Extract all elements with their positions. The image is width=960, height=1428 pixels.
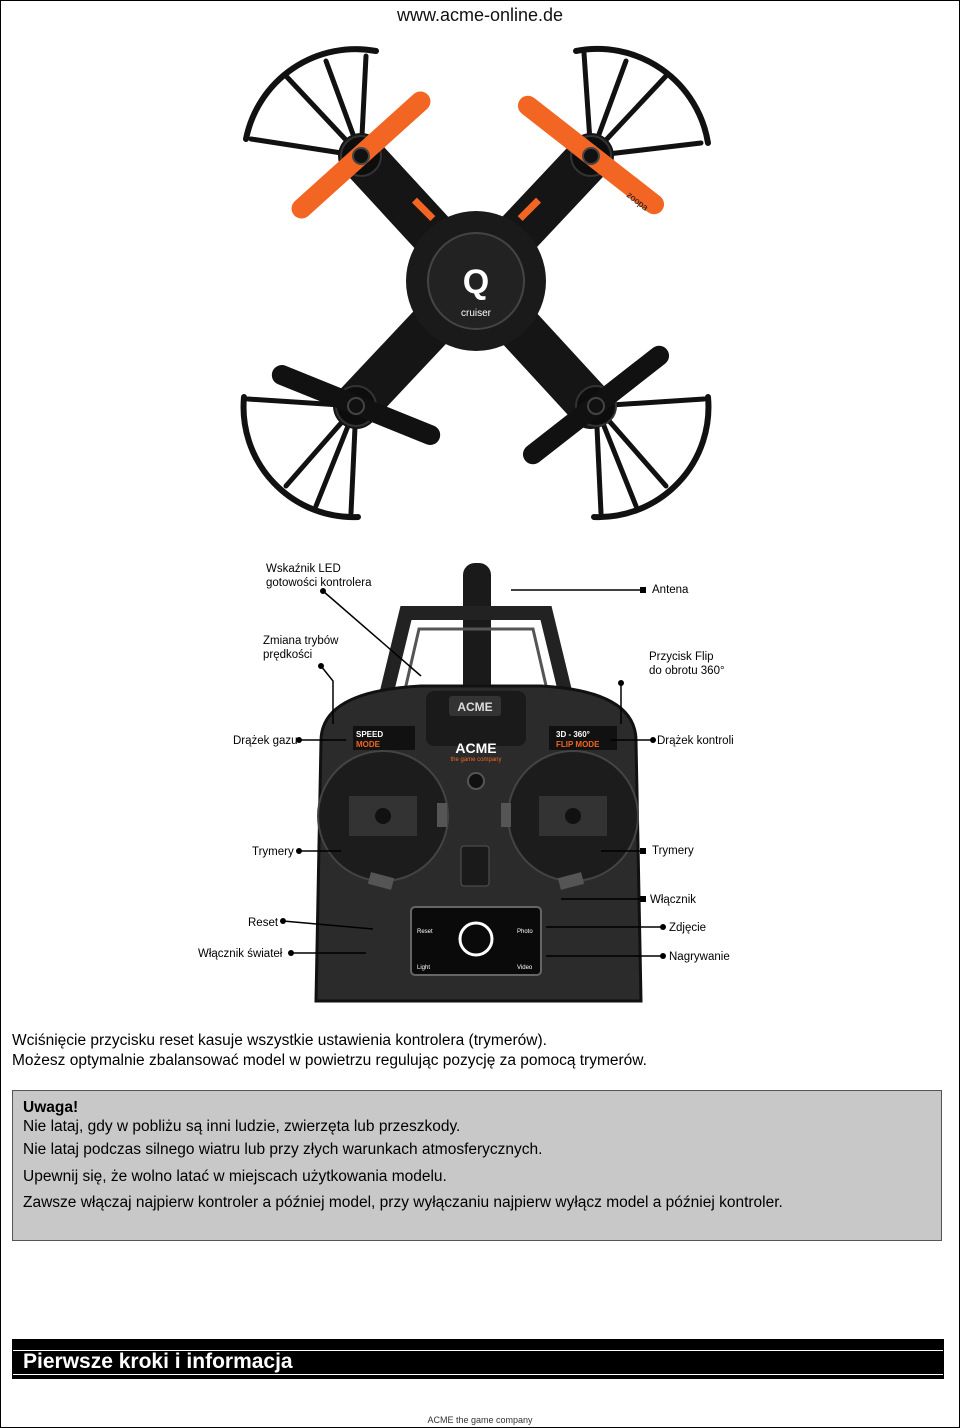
callout-record: Nagrywanie: [669, 951, 730, 963]
callout-led-line2: gotowości kontrolera: [266, 577, 372, 589]
callout-speed-line2: prędkości: [263, 649, 312, 661]
callout-flip-line1: Przycisk Flip: [649, 651, 714, 663]
section-title: Pierwsze kroki i informacja: [23, 1350, 293, 1373]
warning-title: Uwaga!: [23, 1099, 79, 1116]
speed-mode-label: SPEED: [356, 730, 383, 739]
screen-photo-label: Photo: [517, 929, 533, 935]
warning-line-3: Upewnij się, że wolno latać w miejscach …: [23, 1167, 447, 1185]
callout-power: Włącznik: [650, 894, 696, 906]
warning-line-4: Zawsze włączaj najpierw kontroler a późn…: [23, 1194, 783, 1211]
flip-mode-label: 3D - 360°: [556, 730, 590, 739]
drone-hub-letter: Q: [463, 263, 489, 301]
controller-image: ACME SPEED MODE 3D - 360° FLIP MODE ACME…: [198, 563, 734, 1003]
callout-reset: Reset: [248, 917, 279, 929]
drone-image: Q cruiser zoopa: [240, 46, 712, 521]
screen-light-label: Light: [417, 965, 430, 971]
screen-reset-label: Reset: [417, 929, 433, 935]
callout-trims-right: Trymery: [652, 845, 694, 857]
instruction-line-2: Możesz optymalnie zbalansować model w po…: [12, 1052, 647, 1069]
callout-control-stick: Drążek kontroli: [657, 735, 734, 747]
controller-center-sub: the game company: [450, 757, 501, 763]
screen-video-label: Video: [517, 965, 533, 971]
warning-line-1: Nie lataj, gdy w pobliżu są inni ludzie,…: [23, 1118, 461, 1135]
controller-top-badge: ACME: [457, 700, 492, 714]
callout-photo: Zdjęcie: [669, 922, 706, 934]
warning-line-2: Nie lataj podczas silnego wiatru lub prz…: [23, 1141, 543, 1158]
instruction-line-1: Wciśnięcie przycisku reset kasuje wszyst…: [12, 1032, 547, 1049]
section-header-rule: [13, 1350, 943, 1375]
flip-mode-sub: FLIP MODE: [556, 740, 600, 749]
footer-text: ACME the game company: [427, 1415, 533, 1425]
callout-led-line1: Wskaźnik LED: [266, 563, 341, 575]
callout-flip-line2: do obrotu 360°: [649, 665, 725, 677]
callout-throttle: Drążek gazu: [233, 735, 298, 747]
callout-lights: Włącznik świateł: [198, 948, 283, 960]
instructions-text: Wciśnięcie przycisku reset kasuje wszyst…: [12, 1031, 942, 1071]
warning-box: Uwaga! Nie lataj, gdy w pobliżu są inni …: [12, 1090, 942, 1241]
callout-speed-line1: Zmiana trybów: [263, 635, 339, 647]
speed-mode-sub: MODE: [356, 740, 381, 749]
controller-center-logo: ACME: [455, 740, 496, 756]
drone-hub-text: cruiser: [461, 308, 492, 319]
callout-trims-left: Trymery: [252, 846, 294, 858]
section-header: Pierwsze kroki i informacja: [12, 1339, 944, 1379]
site-url: www.acme-online.de: [396, 5, 564, 25]
callout-antenna: Antena: [652, 584, 689, 596]
